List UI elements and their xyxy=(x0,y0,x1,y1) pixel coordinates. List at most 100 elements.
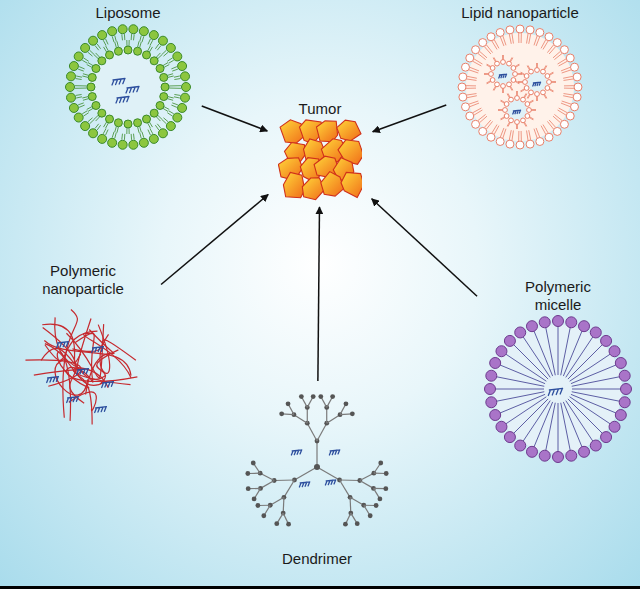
baseline-rule xyxy=(0,586,640,589)
lipid-tail xyxy=(559,108,568,113)
lipid-tail xyxy=(162,50,166,54)
lipid-tail xyxy=(174,94,180,96)
dendrimer-branch xyxy=(339,479,359,481)
lipid-tail xyxy=(76,76,82,77)
lipid-tail xyxy=(484,47,491,54)
lipid-tail xyxy=(157,124,161,129)
reverse-micelle-head xyxy=(545,74,550,79)
drug-symbol xyxy=(116,97,129,104)
reverse-micelle-head xyxy=(490,78,495,83)
lipid-head xyxy=(81,122,90,131)
lipid-head xyxy=(134,119,142,127)
dendrimer-node xyxy=(383,471,388,476)
dendrimer-branch xyxy=(317,423,327,441)
liposome-illustration xyxy=(63,22,193,152)
lipid-head xyxy=(124,46,132,54)
polymer-tail xyxy=(500,394,545,413)
lipid-nanoparticle: Lipid nanoparticle xyxy=(450,4,590,152)
polymer-head xyxy=(601,335,612,346)
lipid-tail xyxy=(81,85,87,86)
node-label: Dendrimer xyxy=(252,550,382,568)
node-label: Polymeric micelle xyxy=(508,278,608,314)
tumor-cell xyxy=(283,173,304,198)
lipid-head xyxy=(526,26,534,34)
tumor-illustration xyxy=(278,118,362,202)
lipid-tail xyxy=(142,132,144,138)
lipid-head xyxy=(461,63,469,71)
polymer-tail xyxy=(506,397,547,424)
polymer-tail xyxy=(496,392,544,402)
polymer-head xyxy=(539,317,550,328)
reverse-micelle-head xyxy=(490,66,495,71)
lipid-tail xyxy=(140,126,142,132)
lipid-tail xyxy=(88,62,93,65)
lipid-head xyxy=(479,39,487,47)
node-label: Tumor xyxy=(272,100,368,118)
drug-symbol xyxy=(126,87,139,94)
lipid-nanoparticle-group xyxy=(458,25,582,149)
aqueous-core xyxy=(88,47,168,127)
lipid-tail xyxy=(78,69,84,71)
polymer-head xyxy=(566,317,577,328)
dendrimer-group xyxy=(245,394,388,526)
lipid-tail xyxy=(112,36,114,42)
polymer-head xyxy=(539,450,550,461)
dendrimer-node xyxy=(286,522,291,527)
dendrimer-branch xyxy=(283,480,294,497)
drug-symbol xyxy=(77,369,89,375)
reverse-micelle-head xyxy=(511,66,516,71)
lipid-head xyxy=(573,73,581,81)
reverse-micelle-head xyxy=(509,97,514,102)
lipid-tail xyxy=(172,69,178,71)
reverse-micelle-head xyxy=(504,114,509,119)
lipid-tail xyxy=(480,116,487,123)
lipid-tail xyxy=(484,120,491,127)
lipid-tail xyxy=(140,36,141,42)
lipid-tail xyxy=(97,44,100,49)
reverse-micelle-head xyxy=(547,80,552,85)
lipid-head xyxy=(566,54,574,62)
lipid-tail xyxy=(133,34,135,40)
lipid-tail xyxy=(527,131,528,141)
lipid-tail xyxy=(494,126,499,135)
polymer-tail xyxy=(572,389,621,390)
dendrimer-node xyxy=(245,471,250,476)
polymer-head xyxy=(609,421,620,432)
lipid-head xyxy=(516,141,524,149)
lipid-head xyxy=(472,46,480,54)
lipid-head xyxy=(149,31,158,40)
lipid-tail xyxy=(467,94,477,95)
liposome: Liposome xyxy=(58,4,198,152)
lipid-head xyxy=(496,138,504,146)
lipid-head xyxy=(178,62,187,71)
lipid-tail xyxy=(162,120,166,124)
reverse-micelle-head xyxy=(515,120,520,125)
polymer-chain xyxy=(34,317,82,375)
reverse-micelle-head xyxy=(501,84,506,89)
lipid-tail xyxy=(541,126,546,135)
lipid-tail xyxy=(521,131,522,141)
lipid-tail xyxy=(167,58,172,61)
polymer-tail xyxy=(566,401,593,442)
lipid-head xyxy=(74,52,83,61)
lipid-tail xyxy=(563,76,573,78)
lipid-tail xyxy=(95,124,99,129)
dendrimer-node xyxy=(318,394,323,399)
lipid-head xyxy=(181,72,190,81)
polymer-head xyxy=(526,446,537,457)
polymer-tail xyxy=(572,392,620,402)
polymer-tail xyxy=(571,394,616,413)
lipid-head xyxy=(516,25,524,33)
lipid-tail xyxy=(133,134,135,140)
polymer-tail xyxy=(570,397,611,424)
lipid-head xyxy=(143,51,151,59)
lipid-tail xyxy=(174,76,180,77)
lipid-tail xyxy=(103,122,106,127)
lipid-tail xyxy=(82,111,87,114)
polymer-head xyxy=(504,432,515,443)
drug-symbol xyxy=(499,74,507,78)
lipid-head xyxy=(487,133,495,141)
lipid-tail xyxy=(103,40,106,45)
lipid-head xyxy=(129,140,138,149)
reverse-micelle-head xyxy=(521,97,526,102)
